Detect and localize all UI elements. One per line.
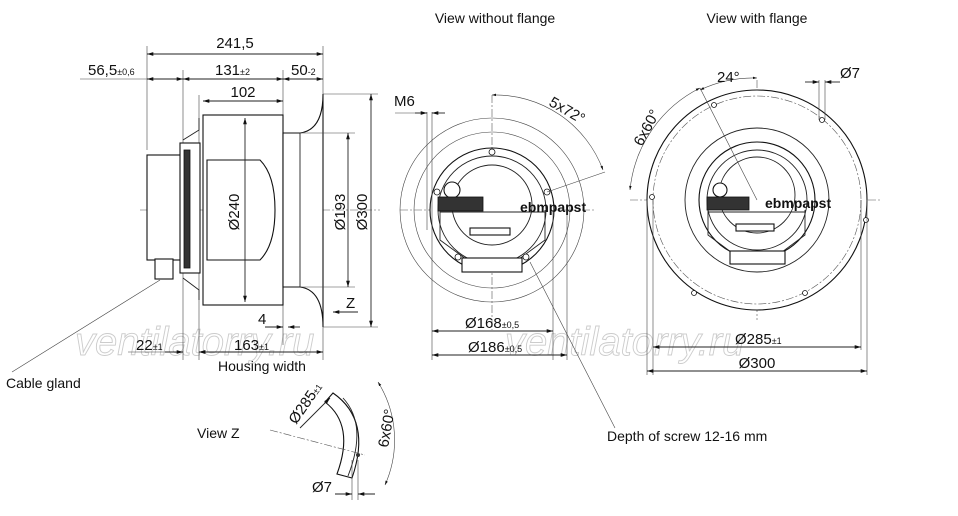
view-z-hole-diameter: Ø7 <box>312 479 332 496</box>
thread-size-label: M6 <box>394 93 415 110</box>
dim-housing-diameter: Ø240 <box>226 194 243 231</box>
view-z-title: View Z <box>197 425 240 441</box>
flange-segment <box>324 392 360 479</box>
front-view-with-flange: View with flange ebmpapst 24° Ø7 6x60° <box>629 10 880 375</box>
bolt-angle-label: 5x72° <box>546 94 588 128</box>
dim-inlet-depth: 50-2 <box>291 62 316 79</box>
dim-housing-depth: 131±2 <box>215 62 250 79</box>
cable-gland <box>154 258 174 280</box>
cable-gland-label: Cable gland <box>6 375 81 391</box>
side-view: 241,5 56,5±0,6 131±2 50-2 102 Ø240 Ø193 … <box>6 35 380 391</box>
view-without-flange-title: View without flange <box>435 10 556 26</box>
dim-gap: 4 <box>258 311 266 328</box>
front-view-without-flange: View without flange ebmpapst M6 5x72° Ø1… <box>394 10 767 444</box>
dim-168: Ø168±0,5 <box>465 315 519 332</box>
ebmpapst-logo: ebmpapst <box>765 195 831 211</box>
screw-depth-note: Depth of screw 12-16 mm <box>607 428 767 444</box>
dim-overall-length: 241,5 <box>216 35 254 52</box>
ebmpapst-logo: ebmpapst <box>520 199 586 215</box>
inlet-nozzle <box>282 93 324 328</box>
dim-186: Ø186±0,5 <box>468 339 522 356</box>
dim-inlet-outer-diameter: Ø300 <box>354 194 371 231</box>
dim-outer-diameter: Ø300 <box>739 355 776 372</box>
flange-hole-diameter: Ø7 <box>840 65 860 82</box>
dim-inlet-inner-diameter: Ø193 <box>332 194 349 231</box>
flange-angle-24: 24° <box>717 69 740 86</box>
view-with-flange-title: View with flange <box>707 10 808 26</box>
dim-impeller-depth: 102 <box>230 84 255 101</box>
housing-width-label: Housing width <box>218 358 306 374</box>
view-z-angle: 6x60° <box>375 408 398 449</box>
dim-bolt-circle: Ø285±1 <box>735 331 782 348</box>
dim-gland-offset: 22±1 <box>136 337 163 354</box>
view-z-marker: Z <box>346 295 355 312</box>
motor-electronics-housing <box>146 154 184 261</box>
dim-motor-protrusion: 56,5±0,6 <box>88 62 135 79</box>
view-z: View Z 6x60° Ø285±1 Ø7 <box>197 379 399 500</box>
watermark: ventilatorry.ru <box>505 320 744 364</box>
flange-angle-6x60: 6x60° <box>631 107 664 149</box>
view-z-bolt-circle: Ø285±1 <box>285 379 326 427</box>
dim-housing-width: 163±1 <box>234 337 269 354</box>
